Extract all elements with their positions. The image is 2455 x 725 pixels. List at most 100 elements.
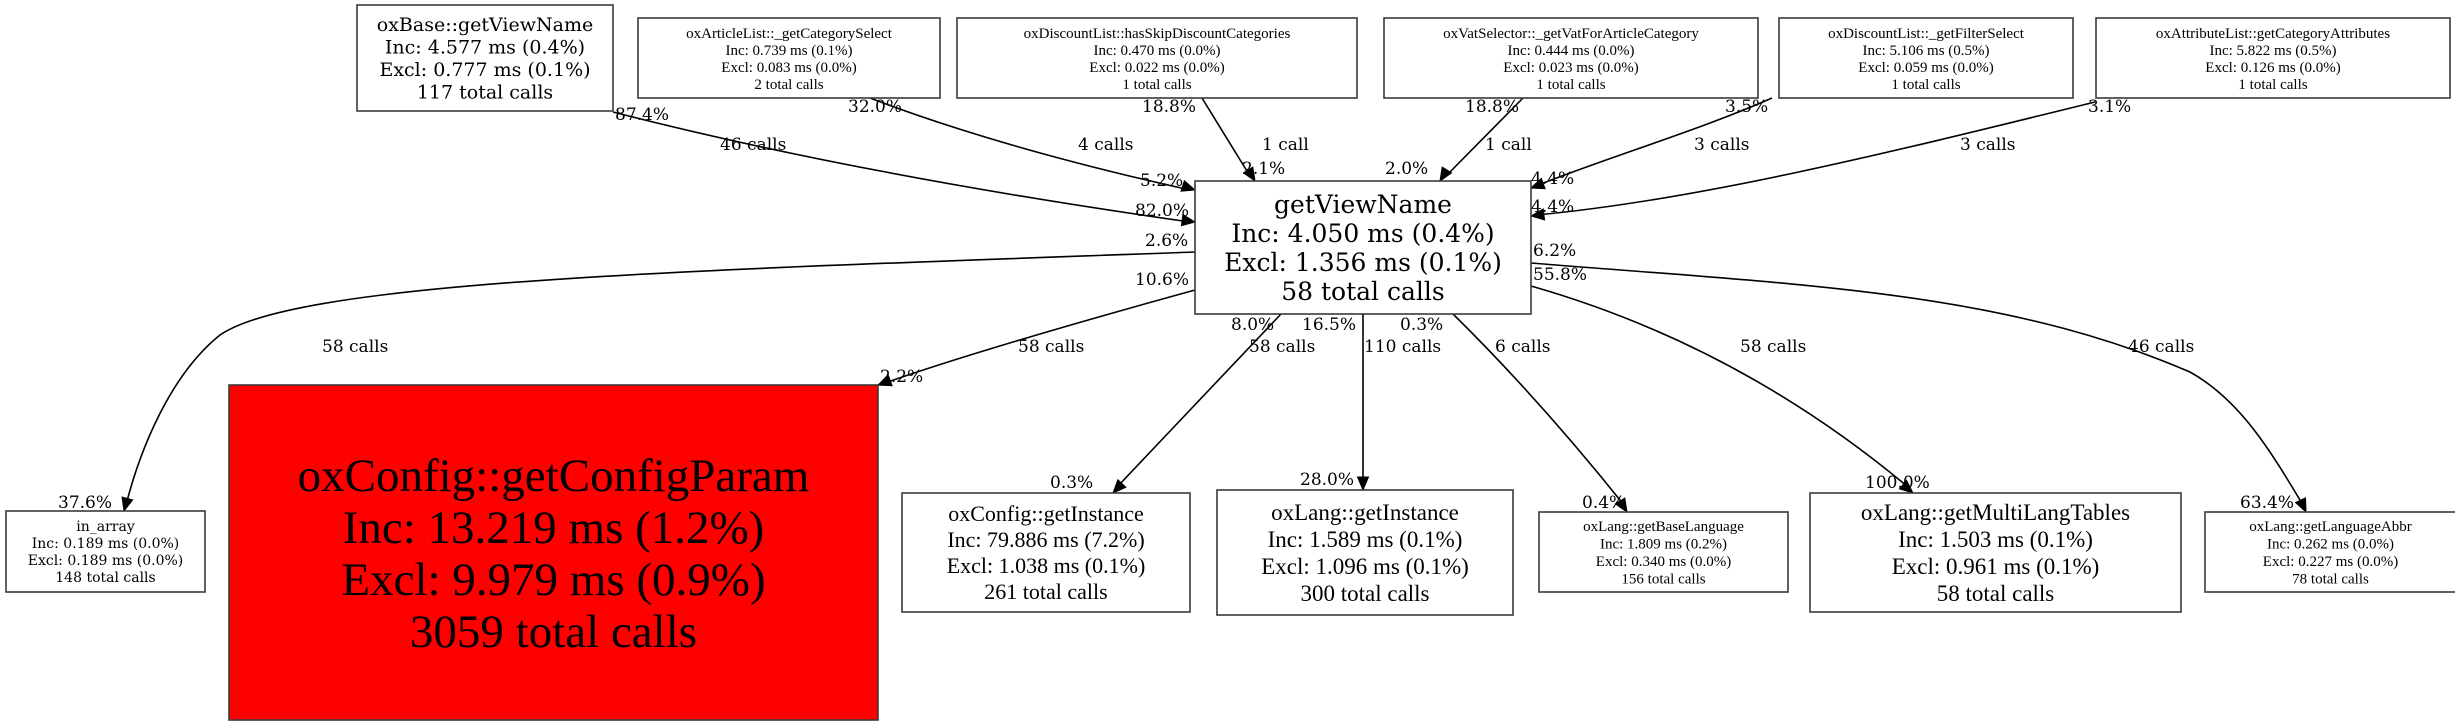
edge-line	[1445, 97, 1524, 177]
node-box	[1538, 511, 1789, 593]
edge-call-count: 1 call	[1262, 135, 1309, 155]
edge-line	[1117, 313, 1282, 487]
function-name: oxVatSelector::_getVatForArticleCategory	[1443, 26, 1699, 42]
exclusive-time: Excl: 1.356 ms (0.1%)	[1224, 248, 1502, 277]
edge-line	[612, 111, 1191, 223]
function-name: oxAttributeList::getCategoryAttributes	[2156, 26, 2390, 42]
edge-line	[1530, 262, 2304, 506]
function-name: oxDiscountList::_getFilterSelect	[1828, 26, 2025, 42]
edge-head-percent: 82.0%	[1135, 201, 1189, 221]
exclusive-time: Excl: 0.083 ms (0.0%)	[721, 60, 856, 76]
node-box	[1778, 17, 2074, 99]
edge-call-count: 110 calls	[1364, 337, 1441, 357]
edge-line	[1530, 285, 1909, 488]
edge-tail-percent: 0.3%	[1400, 315, 1443, 335]
call-edge[interactable]: 3 calls 3.1% 4.4%	[1529, 97, 2131, 221]
edge-line	[884, 289, 1196, 384]
node-box	[356, 4, 614, 112]
total-calls: 78 total calls	[2292, 572, 2369, 588]
inclusive-time: Inc: 0.739 ms (0.1%)	[725, 43, 852, 59]
function-name: oxBase::getViewName	[377, 14, 593, 36]
function-name: in_array	[76, 519, 135, 535]
node-box	[2095, 17, 2451, 99]
call-edge[interactable]: 6 calls 0.3% 0.4%	[1400, 313, 1628, 514]
edge-tail-percent: 3.5%	[1725, 97, 1768, 117]
edge-tail-percent: 3.1%	[2088, 97, 2131, 117]
arrowhead-icon	[1356, 476, 1370, 492]
arrowhead-icon	[1614, 497, 1628, 514]
arrowhead-icon	[1180, 179, 1197, 192]
edge-tail-percent: 55.8%	[1533, 265, 1587, 285]
edge-tail-percent: 32.0%	[848, 97, 902, 117]
total-calls: 261 total calls	[984, 579, 1107, 604]
edge-head-percent: 2.0%	[1385, 159, 1428, 179]
exclusive-time: Excl: 1.096 ms (0.1%)	[1261, 554, 1469, 579]
total-calls: 3059 total calls	[410, 606, 697, 658]
inclusive-time: Inc: 4.577 ms (0.4%)	[385, 36, 585, 58]
edge-call-count: 6 calls	[1495, 337, 1550, 357]
arrowhead-icon	[1112, 478, 1127, 494]
edge-line	[869, 97, 1191, 191]
edge-tail-percent: 10.6%	[1135, 270, 1189, 290]
call-node[interactable]: oxAttributeList::getCategoryAttributesIn…	[2095, 17, 2451, 99]
edge-line	[1201, 97, 1251, 177]
call-node[interactable]: oxDiscountList::hasSkipDiscountCategorie…	[956, 17, 1358, 99]
edge-head-percent: 4.4%	[1531, 197, 1574, 217]
edge-line	[1535, 97, 1773, 187]
hot-node-box	[228, 384, 879, 721]
function-name: oxDiscountList::hasSkipDiscountCategorie…	[1024, 26, 1291, 42]
edge-head-percent: 4.4%	[1531, 169, 1574, 189]
function-name: oxLang::getMultiLangTables	[1861, 500, 2130, 525]
total-calls: 117 total calls	[417, 81, 553, 103]
edge-call-count: 58 calls	[1740, 337, 1806, 357]
inclusive-time: Inc: 1.589 ms (0.1%)	[1268, 527, 1463, 552]
node-box	[1383, 17, 1759, 99]
call-node[interactable]: oxVatSelector::_getVatForArticleCategory…	[1383, 17, 1759, 99]
arrowhead-icon	[1242, 166, 1256, 183]
edge-call-count: 3 calls	[1960, 135, 2015, 155]
node-box	[5, 510, 206, 593]
inclusive-time: Inc: 0.262 ms (0.0%)	[2267, 537, 2394, 553]
edge-head-percent: 0.4%	[1582, 493, 1625, 513]
edge-line	[1452, 313, 1625, 506]
function-name: oxConfig::getConfigParam	[298, 450, 810, 502]
edge-tail-percent: 8.0%	[1231, 315, 1274, 335]
total-calls: 58 total calls	[1937, 581, 2055, 606]
inclusive-time: Inc: 79.886 ms (7.2%)	[947, 527, 1144, 552]
exclusive-time: Excl: 0.059 ms (0.0%)	[1858, 60, 1993, 76]
edge-call-count: 1 call	[1485, 135, 1532, 155]
edge-tail-percent: 2.6%	[1145, 231, 1188, 251]
inclusive-time: Inc: 13.219 ms (1.2%)	[343, 502, 765, 554]
total-calls: 1 total calls	[1891, 77, 1960, 93]
exclusive-time: Excl: 1.038 ms (0.1%)	[947, 553, 1146, 578]
inclusive-time: Inc: 0.189 ms (0.0%)	[32, 536, 180, 552]
edge-head-percent: 2.1%	[1242, 159, 1285, 179]
edge-head-percent: 63.4%	[2240, 493, 2294, 513]
inclusive-time: Inc: 4.050 ms (0.4%)	[1231, 219, 1494, 248]
exclusive-time: Excl: 0.189 ms (0.0%)	[28, 553, 184, 569]
node-box	[637, 17, 941, 99]
